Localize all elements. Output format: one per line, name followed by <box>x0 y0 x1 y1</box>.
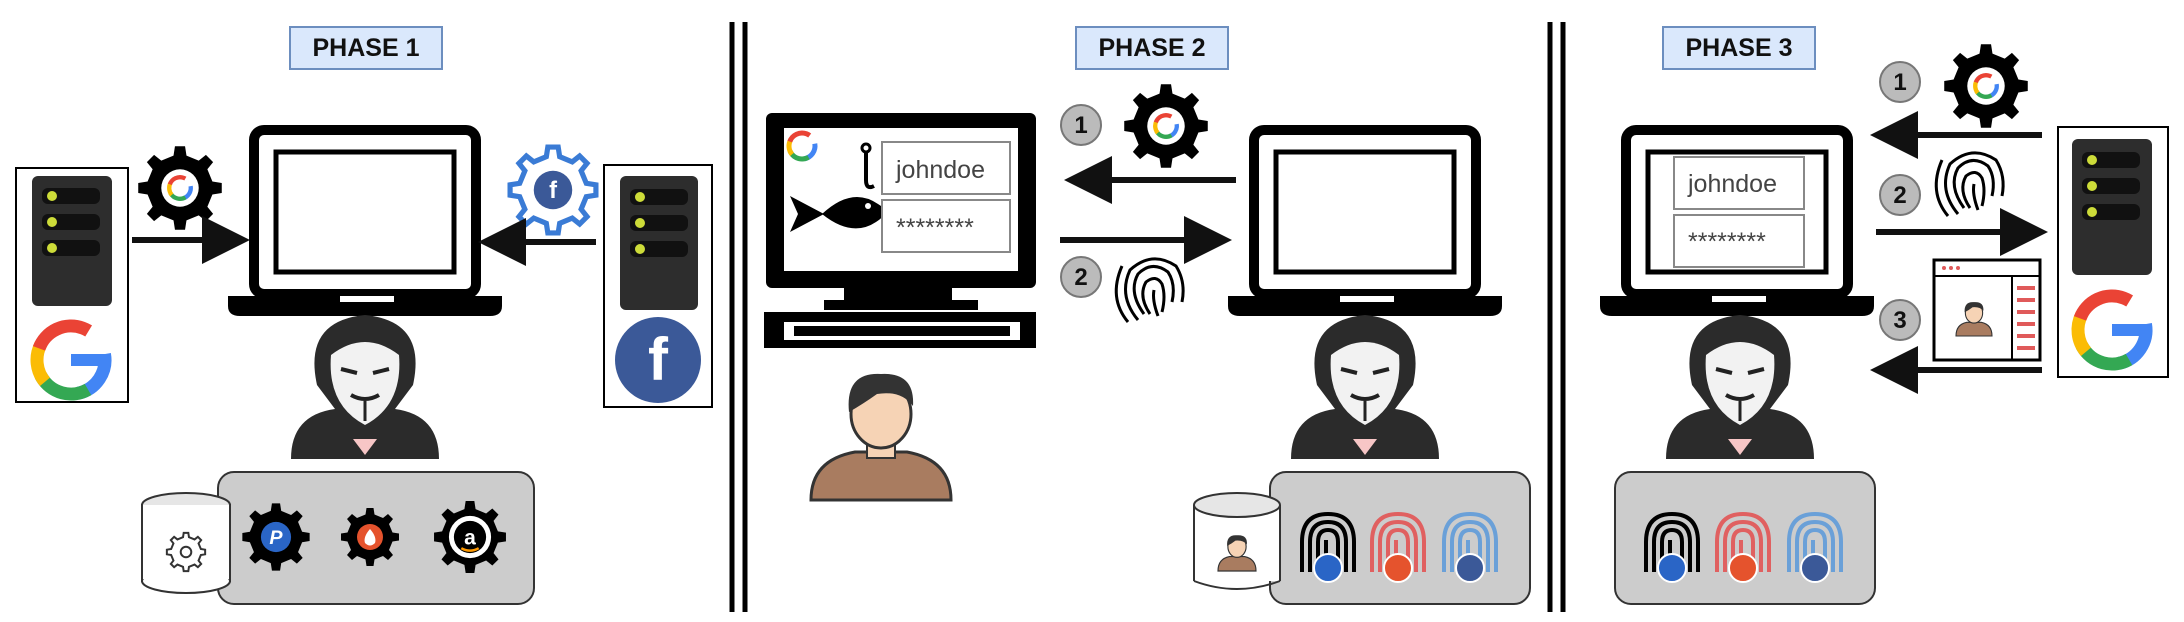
phishing-username-text: johndoe <box>895 156 985 184</box>
facebook-logo-letter: f <box>648 326 669 393</box>
fingerprint-paypal-icon <box>1300 511 1356 583</box>
phishing-username-field: johndoe <box>881 141 1011 195</box>
phishing-password-text: ******** <box>896 214 974 242</box>
phase-2-credential-store <box>1193 471 1531 605</box>
replay-password-text: ******** <box>1688 228 1766 256</box>
google-logo-icon <box>30 319 112 401</box>
facebook-server-panel: f <box>603 164 713 408</box>
step-3-number: 3 <box>1893 307 1906 334</box>
replay-username-field: johndoe <box>1673 156 1805 210</box>
server-icon <box>32 176 112 306</box>
phase-1-label: PHASE 1 <box>289 26 443 70</box>
facebook-logo-icon <box>615 317 701 403</box>
google-oauth-gear-icon <box>138 146 222 230</box>
fingerprint-tinder-icon <box>1370 511 1426 583</box>
hacker-icon <box>1291 315 1439 459</box>
server-icon <box>2072 139 2152 275</box>
fingerprint-facebook-icon <box>1787 511 1843 583</box>
facebook-gear-letter: f <box>549 178 557 204</box>
victim-user-icon <box>809 373 953 502</box>
google-server-panel <box>15 167 129 403</box>
attacker-laptop-icon <box>228 125 502 316</box>
amazon-gear-icon: a <box>434 501 506 573</box>
attacker-laptop-icon <box>1228 125 1502 316</box>
phase-3-fingerprint-store <box>1614 471 1876 605</box>
step-2-number: 2 <box>1074 264 1087 291</box>
fingerprint-facebook-icon <box>1442 511 1498 583</box>
phase-1-label-text: PHASE 1 <box>313 34 420 62</box>
fish-icon <box>790 196 885 232</box>
server-icon <box>620 176 698 310</box>
google-oauth-gear-icon <box>1944 44 2028 128</box>
fingerprint-icon <box>1934 151 2005 217</box>
fingerprint-paypal-icon <box>1644 511 1700 583</box>
fingerprint-icon <box>1114 257 1185 323</box>
phase-divider-1 <box>729 22 748 612</box>
fish-hook-icon <box>860 142 875 190</box>
fingerprint-tinder-icon <box>1715 511 1771 583</box>
phase-3-label-text: PHASE 3 <box>1686 34 1793 62</box>
profile-page-icon <box>1932 258 2042 362</box>
step-1-badge: 1 <box>1879 61 1921 103</box>
google-logo-icon <box>2071 289 2153 371</box>
step-2-badge: 2 <box>1060 256 1102 298</box>
replay-password-field: ******** <box>1673 214 1805 268</box>
phase-divider-2 <box>1547 22 1566 612</box>
database-settings-icon <box>141 492 231 594</box>
phase-1-service-store: P a <box>141 471 535 605</box>
phishing-password-field: ******** <box>881 199 1011 253</box>
step-1-number: 1 <box>1893 69 1906 96</box>
phase-3-label: PHASE 3 <box>1662 26 1816 70</box>
tinder-gear-icon <box>341 508 399 566</box>
step-2-number: 2 <box>1893 182 1906 209</box>
svg-text:P: P <box>269 527 283 549</box>
step-1-number: 1 <box>1074 112 1087 139</box>
google-server-panel <box>2057 126 2169 378</box>
hacker-icon <box>291 315 439 459</box>
step-3-badge: 3 <box>1879 299 1921 341</box>
paypal-gear-icon: P <box>242 503 310 571</box>
phase-2-label: PHASE 2 <box>1075 26 1229 70</box>
google-oauth-gear-icon <box>1124 84 1208 168</box>
step-2-badge: 2 <box>1879 174 1921 216</box>
database-user-icon <box>1193 492 1281 590</box>
replay-username-text: johndoe <box>1687 170 1777 198</box>
phase-2-label-text: PHASE 2 <box>1099 34 1206 62</box>
hacker-icon <box>1666 315 1814 459</box>
amazon-letter: a <box>464 526 476 549</box>
facebook-oauth-gear-icon: f <box>510 147 596 233</box>
step-1-badge: 1 <box>1060 104 1102 146</box>
